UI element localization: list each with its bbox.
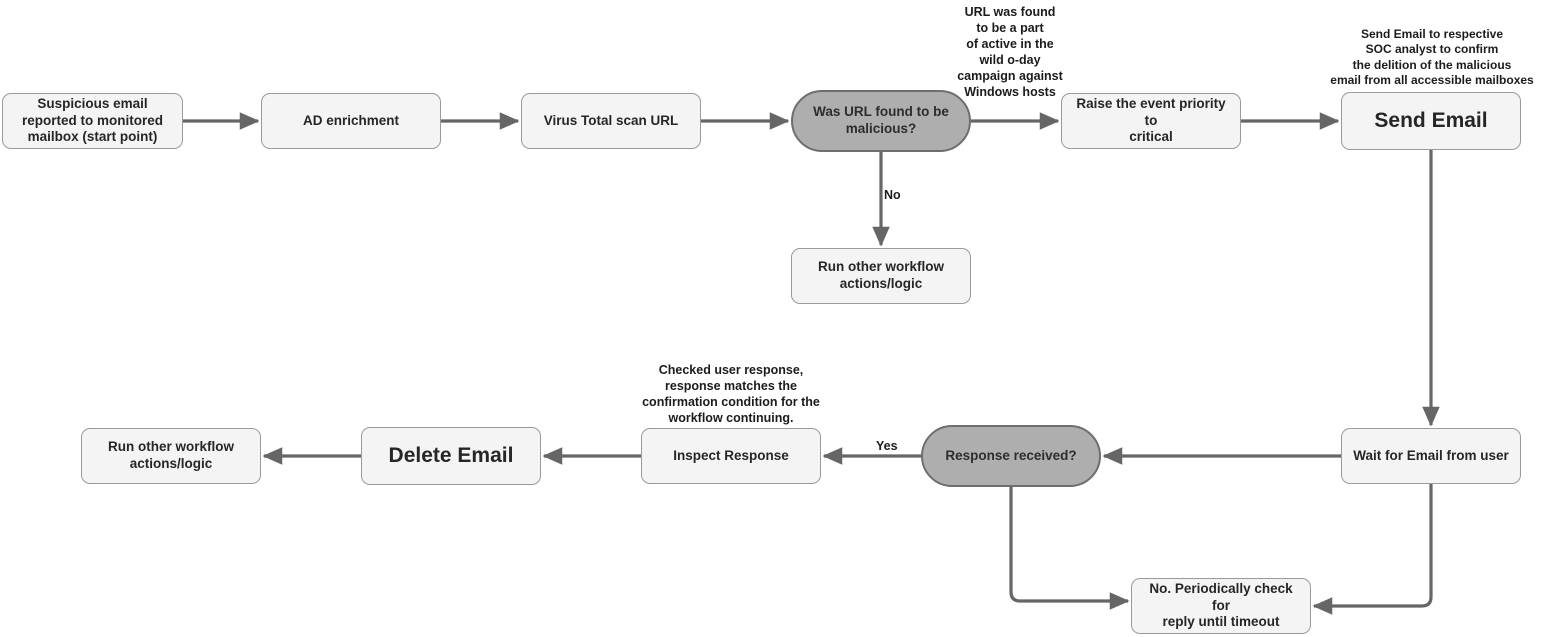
node-ad-enrichment[interactable]: AD enrichment	[261, 93, 441, 149]
edge-label-no-malicious: No	[884, 188, 901, 202]
node-send-email[interactable]: Send Email	[1341, 92, 1521, 150]
node-periodic-check-timeout[interactable]: No. Periodically check for reply until t…	[1131, 578, 1311, 634]
edge-label-url-found-campaign: URL was found to be a part of active in …	[957, 5, 1063, 99]
edge-wait-timeout-loop	[1312, 484, 1433, 615]
edge-label-yes-response: Yes	[876, 439, 898, 453]
node-inspect-response[interactable]: Inspect Response	[641, 428, 821, 484]
node-virus-total-scan[interactable]: Virus Total scan URL	[521, 93, 701, 149]
edge-label-send-email-soc: Send Email to respective SOC analyst to …	[1330, 27, 1534, 88]
node-decision-url-malicious[interactable]: Was URL found to be malicious?	[791, 90, 971, 152]
node-raise-priority[interactable]: Raise the event priority to critical	[1061, 93, 1241, 149]
edge-response-no-timeout	[1009, 487, 1130, 610]
node-run-other-workflow-bottom[interactable]: Run other workflow actions/logic	[81, 428, 261, 484]
edge-label-checked-user-response: Checked user response, response matches …	[642, 363, 820, 425]
node-start[interactable]: Suspicious email reported to monitored m…	[2, 93, 183, 149]
node-wait-for-email[interactable]: Wait for Email from user	[1341, 428, 1521, 484]
node-delete-email[interactable]: Delete Email	[361, 427, 541, 485]
node-decision-response-received[interactable]: Response received?	[921, 425, 1101, 487]
node-run-other-workflow-top[interactable]: Run other workflow actions/logic	[791, 248, 971, 304]
